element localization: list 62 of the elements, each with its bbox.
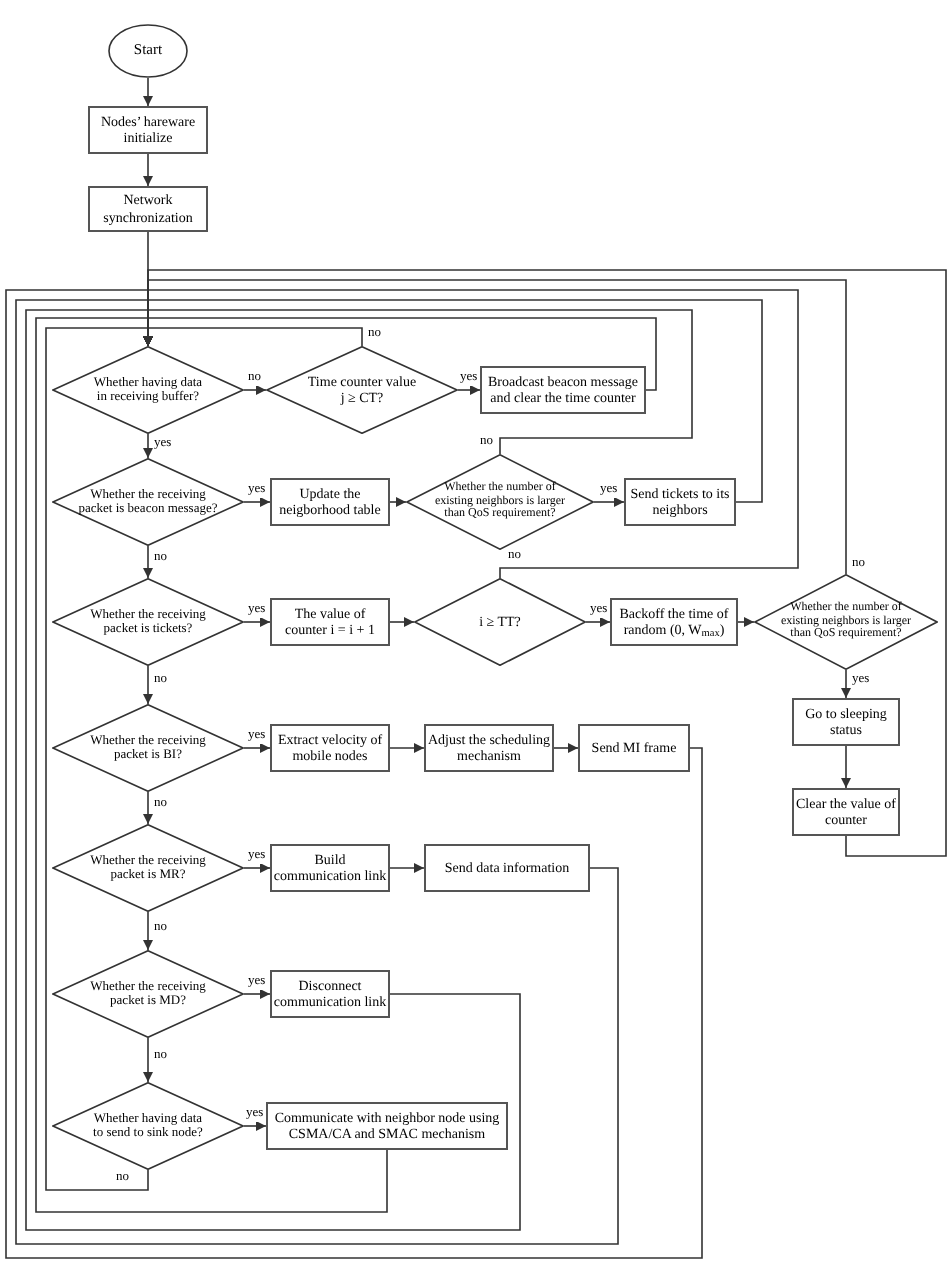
flow-arrow [25, 309, 521, 1231]
flow-arrow [841, 745, 851, 789]
process-box [270, 478, 390, 526]
decision-diamond [52, 578, 244, 666]
decision-diamond [406, 454, 594, 550]
flow-arrow [143, 433, 153, 459]
flow-arrow [737, 617, 755, 627]
flow-arrow [243, 497, 271, 507]
flow-arrow [585, 617, 611, 627]
flow-arrow [143, 77, 153, 107]
process-box [270, 844, 390, 892]
flow-arrow [45, 327, 153, 1191]
flow-arrow [593, 497, 625, 507]
flow-arrow [143, 791, 153, 825]
decision-diamond [414, 578, 586, 666]
flow-arrow [389, 743, 425, 753]
flow-arrow [143, 911, 153, 951]
decision-diamond [266, 346, 458, 434]
decision-diamond [52, 346, 244, 434]
flow-arrow [35, 317, 388, 1213]
process-box [270, 970, 390, 1018]
flow-arrow [457, 385, 481, 395]
terminal-oval [108, 24, 188, 78]
flow-arrow [243, 743, 271, 753]
decision-diamond [52, 950, 244, 1038]
flow-arrow [243, 617, 271, 627]
flow-arrow [243, 989, 271, 999]
flow-arrow [243, 385, 267, 395]
decision-diamond [52, 704, 244, 792]
process-box [270, 598, 390, 646]
flow-arrow [143, 153, 153, 187]
flow-arrow [389, 617, 415, 627]
flow-arrow [389, 497, 407, 507]
process-box [792, 788, 900, 836]
process-box [266, 1102, 508, 1150]
process-box [424, 724, 554, 772]
flow-arrow [143, 327, 363, 347]
process-box [424, 844, 590, 892]
flow-arrow [243, 1121, 267, 1131]
flow-arrow [143, 665, 153, 705]
process-box [578, 724, 690, 772]
flow-arrow [143, 317, 657, 391]
flow-arrow [243, 863, 271, 873]
process-box [792, 698, 900, 746]
decision-diamond [754, 574, 938, 670]
process-box [480, 366, 646, 414]
decision-diamond [52, 458, 244, 546]
flow-arrow [15, 299, 619, 1245]
decision-diamond [52, 824, 244, 912]
flow-arrow [5, 289, 703, 1259]
process-box [624, 478, 736, 526]
process-box [610, 598, 738, 646]
flow-arrow [143, 309, 693, 455]
flow-arrow [143, 299, 763, 503]
process-box [270, 724, 390, 772]
flow-arrow [143, 545, 153, 579]
process-box [88, 106, 208, 154]
flow-arrow [841, 669, 851, 699]
decision-diamond [52, 1082, 244, 1170]
flow-arrow [143, 1037, 153, 1083]
flow-arrow [553, 743, 579, 753]
flow-arrow [389, 863, 425, 873]
